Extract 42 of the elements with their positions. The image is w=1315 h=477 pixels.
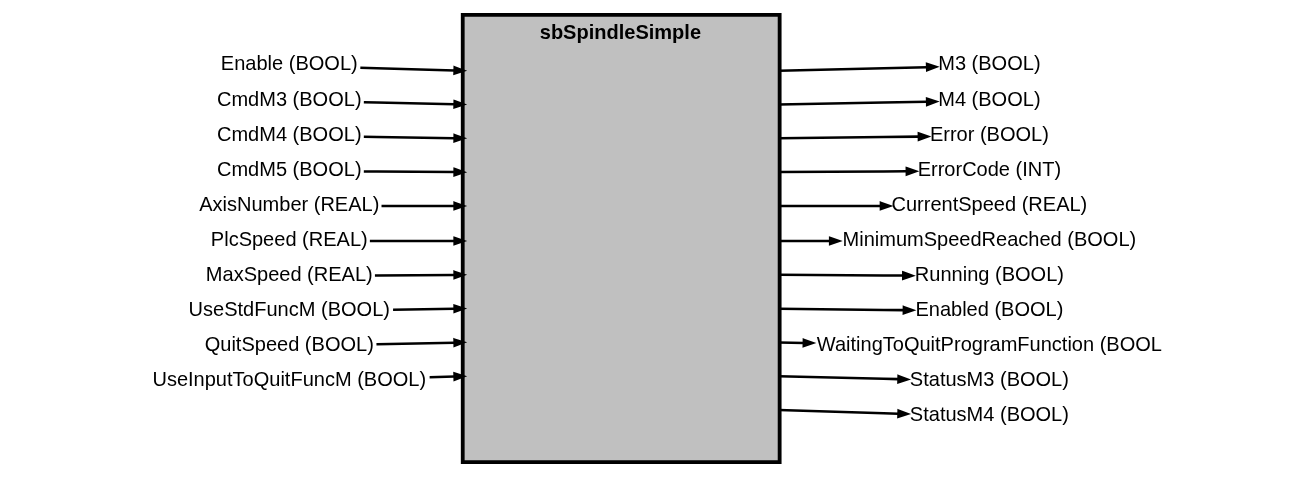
arrow: [363, 133, 468, 143]
node-text: CurrentSpeed (REAL): [891, 192, 1088, 215]
arrow: [779, 236, 843, 246]
arrow: [778, 408, 912, 419]
node-text: M3 (BOOL): [938, 52, 1041, 75]
arrow: [374, 270, 468, 280]
node-text: StatusM3 (BOOL): [909, 368, 1069, 391]
node-text: UseInputToQuitFuncM (BOOL): [152, 368, 427, 391]
node-text: AxisNumber (REAL): [199, 192, 380, 215]
arrow: [779, 270, 916, 281]
arrow: [363, 99, 468, 110]
node-text: StatusM4 (BOOL): [909, 403, 1069, 426]
arrow: [778, 338, 817, 348]
node-text: Enabled (BOOL): [915, 297, 1064, 320]
node-text: CmdM5 (BOOL): [216, 157, 362, 180]
arrow: [376, 337, 468, 348]
node-text: MinimumSpeedReached (BOOL): [842, 227, 1137, 250]
arrow: [363, 167, 468, 177]
arrow: [381, 201, 468, 211]
arrow: [778, 131, 932, 142]
node-text: CmdM4 (BOOL): [216, 122, 362, 145]
arrow: [779, 201, 894, 211]
node-text: PlcSpeed (REAL): [210, 227, 368, 250]
node-text: CmdM3 (BOOL): [216, 87, 362, 110]
node-text: WaitingToQuitProgramFunction (BOOL: [816, 332, 1163, 355]
node-text: Enable (BOOL): [220, 52, 358, 75]
node-text: ErrorCode (INT): [917, 157, 1062, 180]
arrow: [779, 166, 920, 177]
node-text: M4 (BOOL): [938, 87, 1041, 110]
arrow: [778, 305, 917, 315]
arrow: [778, 62, 940, 72]
node-text: QuitSpeed (BOOL): [204, 332, 374, 355]
arrow: [393, 303, 468, 314]
node-text: MaxSpeed (REAL): [205, 262, 373, 285]
arrow: [429, 371, 468, 382]
node-text: UseStdFuncM (BOOL): [188, 297, 390, 320]
node-text: Running (BOOL): [914, 262, 1064, 285]
arrow: [778, 374, 912, 384]
arrow: [778, 97, 940, 107]
arrow: [369, 236, 468, 246]
node-text: Error (BOOL): [929, 122, 1049, 145]
arrow: [360, 65, 468, 76]
